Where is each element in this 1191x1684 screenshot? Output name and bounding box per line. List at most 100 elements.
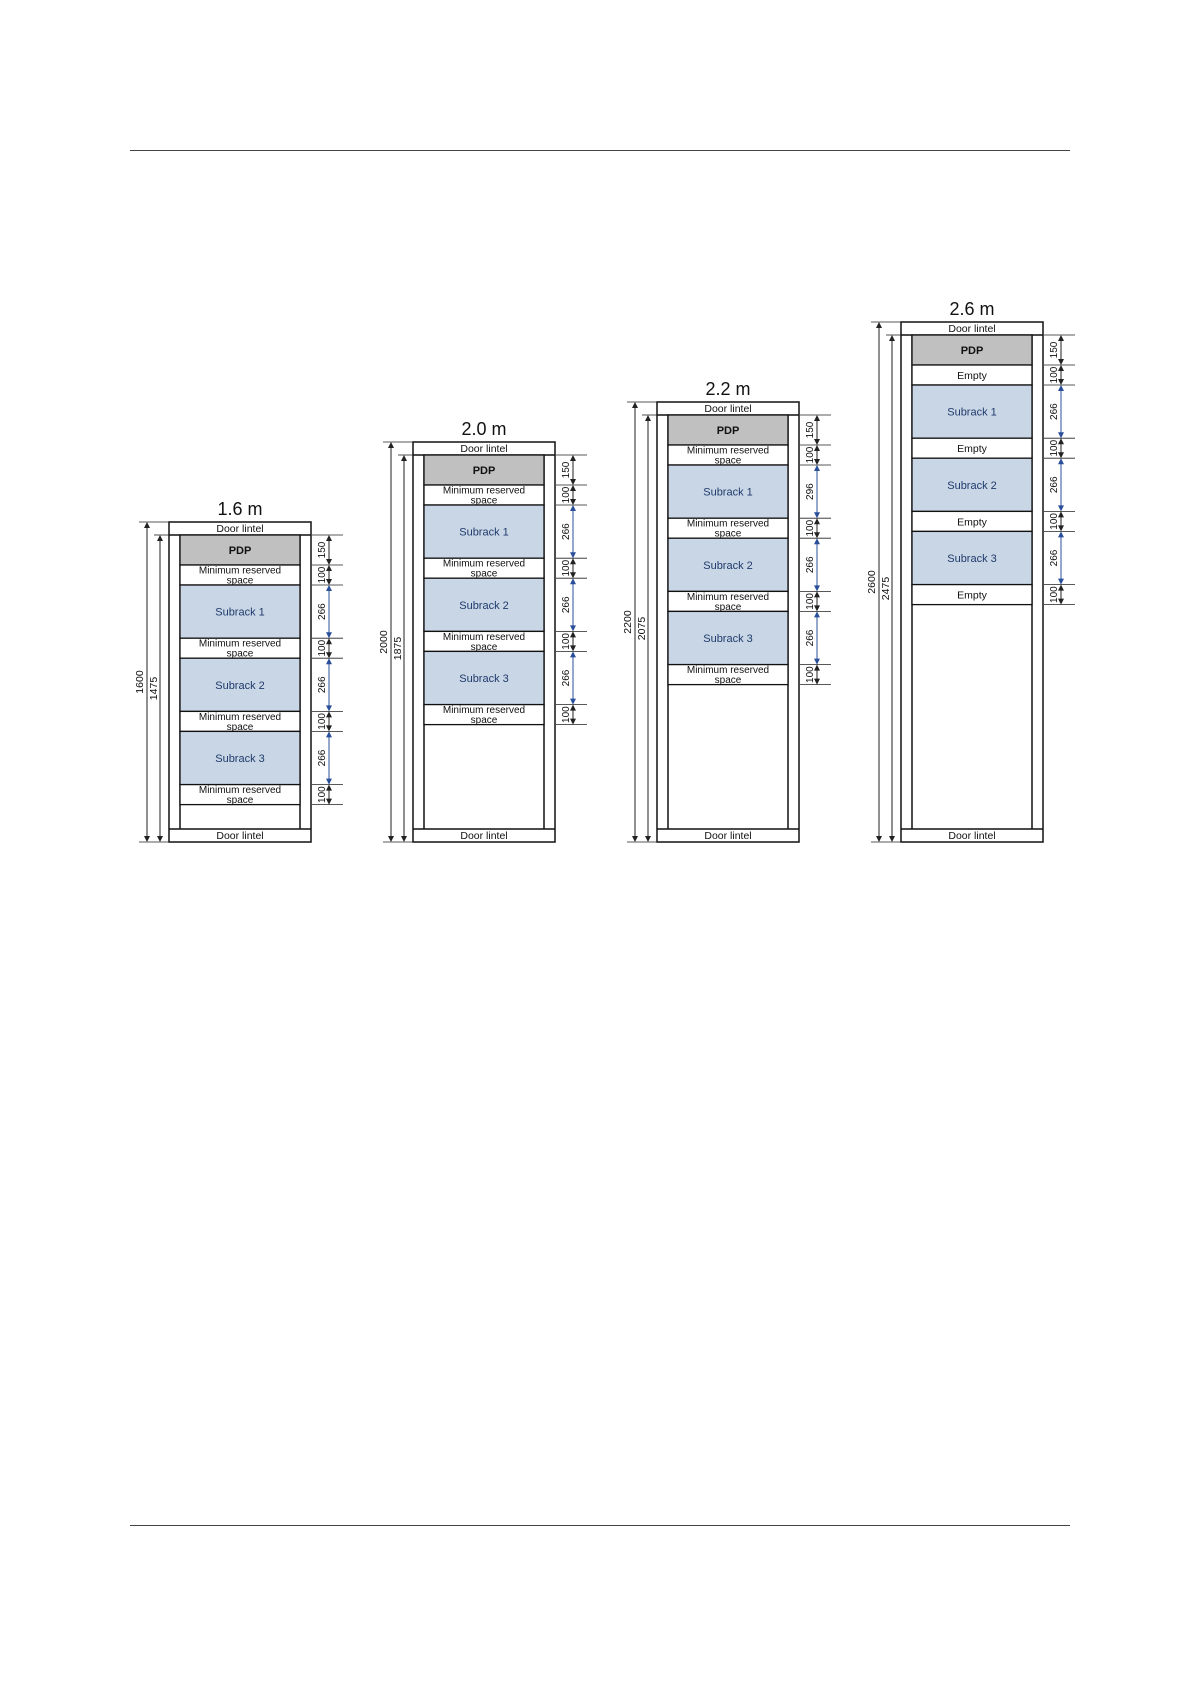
rack-4-segment-2-label: Empty [957, 370, 988, 382]
rack-2-segment-8-dim-arrow-top [570, 704, 576, 711]
rack-3-segment-7-dim-value: 266 [805, 629, 816, 646]
rack-4-segment-1 [911, 334, 1033, 366]
rack-3-segment-2-dim-value: 100 [805, 446, 816, 463]
rack-4-segment-5-label: Subrack 2 [947, 480, 997, 492]
rack-4-segment-6-dim-arrow-top [1058, 511, 1064, 518]
rack-4-segment-5-dim-arrow-top [1058, 458, 1064, 465]
rack-2-segment-6-dim-arrow-top [570, 631, 576, 638]
rack-4-segment-8-label: Empty [957, 590, 988, 602]
rack-4-segment-5-dim-arrow-bottom [1058, 505, 1064, 512]
rack-3-segment-7-dim-arrow-top [814, 611, 820, 618]
rack-2-outer-dim-arrow-top [388, 442, 394, 448]
rack-3-segment-4-label-line1: Minimum reserved [687, 519, 769, 530]
rack-3-segment-1 [667, 414, 789, 446]
rack-3-segment-4-label-line2: space [715, 529, 742, 540]
rack-3-segment-8-dim-value: 100 [805, 666, 816, 683]
rack-1-segment-4-dim-arrow-top [326, 638, 332, 645]
rack-4-segment-6-dim-arrow-bottom [1058, 525, 1064, 532]
rack-1-segment-4-label-line1: Minimum reserved [199, 639, 281, 650]
rack-2-segment-6-label-line1: Minimum reserved [443, 632, 525, 643]
header-rule [130, 150, 1070, 151]
rack-2-segment-8 [423, 703, 545, 726]
rack-3-segment-6-dim-arrow-top [814, 591, 820, 598]
rack-3-segment-1-label: PDP [717, 425, 740, 437]
rack-3-segment-2-label-line1: Minimum reserved [687, 446, 769, 457]
rack-2-top-lintel-label: Door lintel [460, 443, 507, 455]
rack-3-outer-dim-arrow-top [632, 402, 638, 408]
rack-3-segment-6-dim-value: 100 [805, 593, 816, 610]
rack-4-segment-2-dim-value: 100 [1049, 366, 1060, 383]
rack-1-segment-3 [179, 584, 301, 639]
rack-4-segment-2-dim-arrow-top [1058, 365, 1064, 371]
rack-3-segment-8-label-line1: Minimum reserved [687, 665, 769, 676]
rack-2-segment-3-dim-arrow-bottom [570, 552, 576, 559]
rack-2-segment-1-dim-value: 150 [561, 461, 572, 478]
rack-1-segment-7-label: Subrack 3 [215, 753, 265, 765]
rack-2-segment-1-dim-arrow-bottom [570, 479, 576, 485]
rack-4-segment-8 [911, 583, 1033, 606]
rack-3-segment-8 [667, 663, 789, 686]
rack-4-segment-1-label: PDP [961, 345, 984, 357]
rack-2-segment-2-dim-arrow-top [570, 485, 576, 491]
rack-2-segment-5-dim-value: 266 [561, 596, 572, 613]
rack-1-segment-8-label-line2: space [227, 795, 254, 806]
rack-2-segment-5-dim-arrow-bottom [570, 625, 576, 632]
rack-1-segment-7-dim-arrow-top [326, 731, 332, 738]
rack-4-segment-4-dim-arrow-top [1058, 438, 1064, 445]
rack-2-segment-3-dim-arrow-top [570, 505, 576, 511]
rack-1-segment-3-dim-arrow-bottom [326, 632, 332, 639]
rack-2-segment-2-label-line1: Minimum reserved [443, 486, 525, 497]
rack-1-segment-3-dim-arrow-top [326, 585, 332, 591]
rack-2-segment-8-dim-arrow-bottom [570, 718, 576, 725]
rack-4-segment-4-label: Empty [957, 443, 988, 455]
rack-4-segment-4-dim-value: 100 [1049, 439, 1060, 456]
rack-2-segment-5-label: Subrack 2 [459, 600, 509, 612]
rack-1-segment-6-dim-value: 100 [317, 713, 328, 730]
rack-2-segment-3-label: Subrack 1 [459, 527, 509, 539]
rack-2-segment-5 [423, 577, 545, 633]
rack-4-segment-3-label: Subrack 1 [947, 407, 997, 419]
rack-1-segment-7-dim-arrow-bottom [326, 778, 332, 785]
rack-1-segment-1 [179, 534, 301, 566]
rack-2-segment-1-label: PDP [473, 465, 496, 477]
rack-4-title: 2.6 m [949, 299, 994, 319]
rack-2-segment-3 [423, 504, 545, 559]
rack-4-inner-dim-arrow-bottom [889, 836, 895, 842]
rack-2-segment-4-label-line1: Minimum reserved [443, 559, 525, 570]
rack-4-segment-7-dim-arrow-bottom [1058, 578, 1064, 585]
rack-3-segment-1-dim-value: 150 [805, 421, 816, 438]
rack-2-segment-7 [423, 650, 545, 706]
rack-1-segment-5 [179, 657, 301, 713]
rack-1-segment-2-label-line2: space [227, 576, 254, 587]
rack-1-outer-height-label: 1600 [134, 670, 146, 694]
rack-3-outer-dim-arrow-bottom [632, 836, 638, 842]
rack-3-title: 2.2 m [705, 379, 750, 399]
rack-4-segment-4-dim-arrow-bottom [1058, 452, 1064, 459]
rack-1-segment-2-dim-value: 100 [317, 566, 328, 583]
rack-4-segment-3 [911, 384, 1033, 439]
rack-3-bottom-lintel-label: Door lintel [704, 830, 751, 842]
rack-3-segment-2-dim-arrow-bottom [814, 459, 820, 465]
rack-3-inner-dim-arrow-bottom [645, 836, 651, 842]
rack-3-segment-6-dim-arrow-bottom [814, 605, 820, 612]
rack-3-segment-1-dim-arrow-bottom [814, 439, 820, 445]
rack-1-bottom-lintel-label: Door lintel [216, 830, 263, 842]
rack-1-segment-8 [179, 783, 301, 806]
rack-1-segment-8-dim-value: 100 [317, 786, 328, 803]
rack-2-inner-height-label: 1875 [392, 637, 404, 661]
rack-2-segment-7-dim-value: 266 [561, 669, 572, 686]
rack-1-segment-1-dim-value: 150 [317, 541, 328, 558]
rack-2-segment-6-dim-arrow-bottom [570, 645, 576, 652]
rack-1-segment-7-dim-value: 266 [317, 749, 328, 766]
rack-2-outer-height-label: 2000 [378, 630, 390, 654]
rack-4-segment-5 [911, 457, 1033, 513]
rack-1-segment-6-label-line2: space [227, 722, 254, 733]
rack-1-segment-2-label-line1: Minimum reserved [199, 566, 281, 577]
rack-4-segment-2-dim-arrow-bottom [1058, 379, 1064, 385]
rack-1-segment-8-dim-arrow-bottom [326, 798, 332, 805]
rack-2-segment-8-dim-value: 100 [561, 706, 572, 723]
rack-1-segment-8-label-line1: Minimum reserved [199, 785, 281, 796]
rack-3-segment-5-dim-value: 266 [805, 556, 816, 573]
rack-4-segment-7-dim-value: 266 [1049, 549, 1060, 566]
